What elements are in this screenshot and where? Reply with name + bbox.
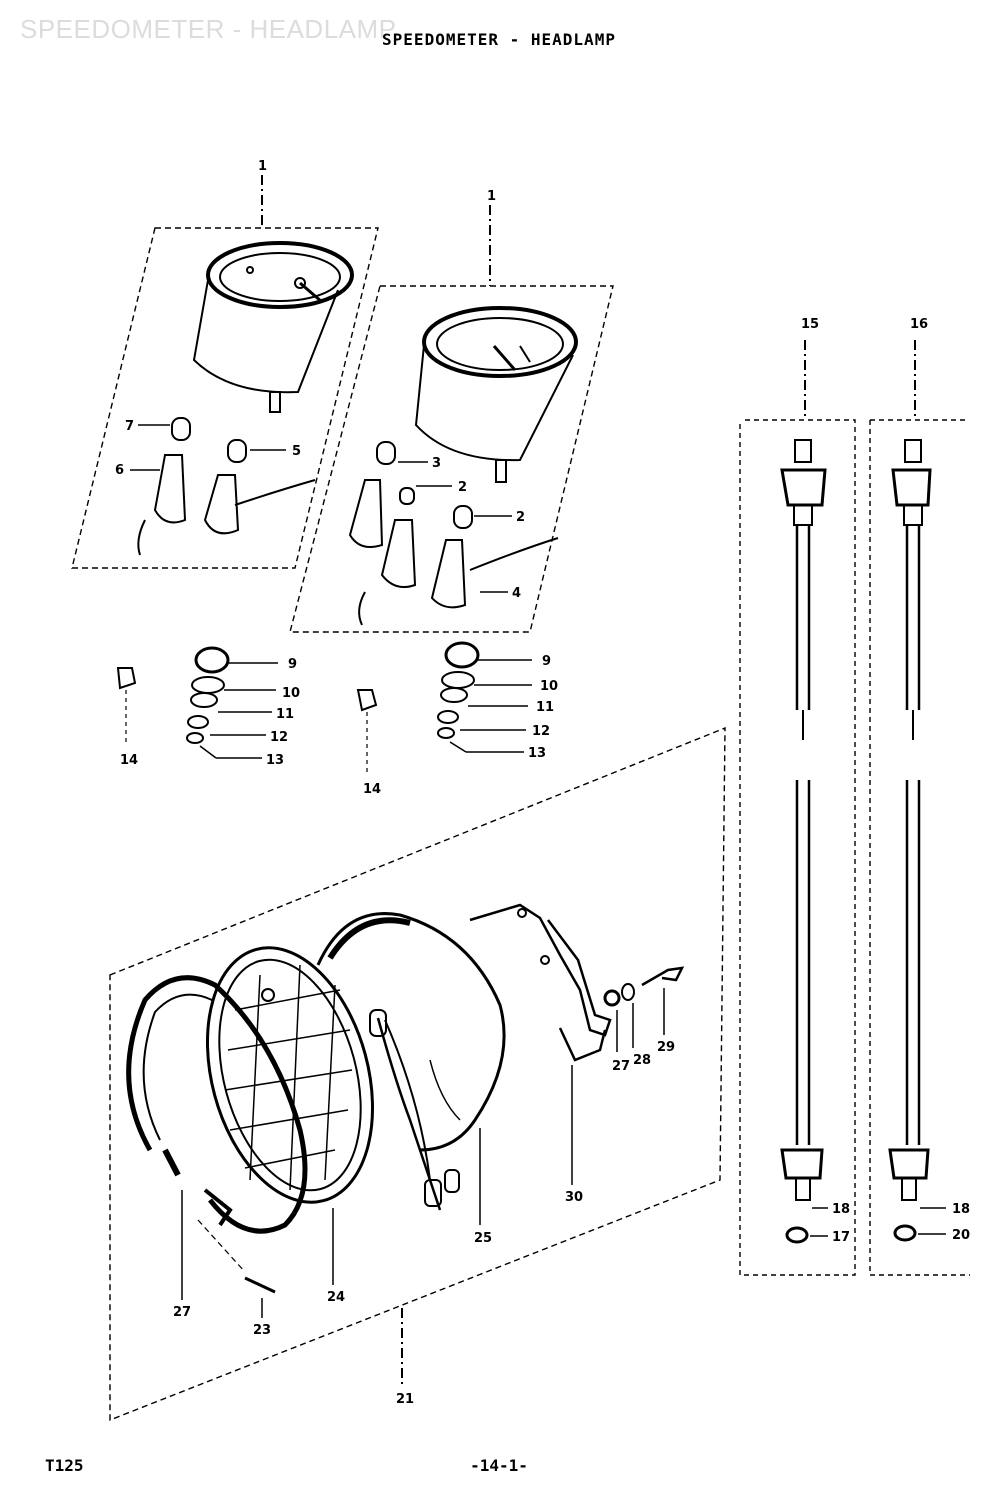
headlamp-assembly bbox=[109, 726, 726, 1422]
svg-text:2: 2 bbox=[516, 510, 525, 525]
svg-text:5: 5 bbox=[292, 444, 301, 459]
svg-text:28: 28 bbox=[633, 1053, 651, 1068]
svg-text:27: 27 bbox=[612, 1059, 630, 1074]
svg-text:1: 1 bbox=[258, 159, 267, 174]
svg-text:13: 13 bbox=[266, 753, 284, 768]
svg-text:21: 21 bbox=[396, 1392, 414, 1407]
model-code: T125 bbox=[45, 1456, 84, 1475]
svg-text:17: 17 bbox=[832, 1230, 850, 1245]
svg-text:27: 27 bbox=[173, 1305, 191, 1320]
svg-text:24: 24 bbox=[327, 1290, 345, 1305]
svg-text:10: 10 bbox=[540, 679, 558, 694]
svg-text:16: 16 bbox=[910, 317, 928, 332]
svg-text:10: 10 bbox=[282, 686, 300, 701]
svg-text:14: 14 bbox=[363, 782, 381, 797]
svg-text:12: 12 bbox=[270, 730, 288, 745]
speedometer-cables bbox=[739, 340, 970, 1276]
speedometer-assembly-left bbox=[71, 175, 379, 569]
speedometer-assembly-right bbox=[289, 205, 614, 633]
svg-text:14: 14 bbox=[120, 753, 138, 768]
svg-text:30: 30 bbox=[565, 1190, 583, 1205]
svg-text:18: 18 bbox=[952, 1202, 970, 1217]
svg-text:12: 12 bbox=[532, 724, 550, 739]
svg-text:11: 11 bbox=[536, 700, 554, 715]
svg-text:3: 3 bbox=[432, 456, 441, 471]
svg-text:11: 11 bbox=[276, 707, 294, 722]
svg-text:2: 2 bbox=[458, 480, 467, 495]
svg-text:23: 23 bbox=[253, 1323, 271, 1338]
svg-text:25: 25 bbox=[474, 1231, 492, 1246]
callout-numbers: 1 1 7 6 5 3 2 2 4 15 16 9 10 11 12 13 14… bbox=[115, 159, 970, 1407]
svg-text:1: 1 bbox=[487, 189, 496, 204]
svg-text:15: 15 bbox=[801, 317, 819, 332]
svg-text:7: 7 bbox=[125, 419, 134, 434]
indicator-lens-parts bbox=[116, 641, 532, 775]
svg-text:4: 4 bbox=[512, 586, 521, 601]
page-number: -14-1- bbox=[470, 1456, 528, 1475]
svg-text:18: 18 bbox=[832, 1202, 850, 1217]
svg-text:6: 6 bbox=[115, 463, 124, 478]
svg-text:20: 20 bbox=[952, 1228, 970, 1243]
svg-text:9: 9 bbox=[288, 657, 297, 672]
svg-text:13: 13 bbox=[528, 746, 546, 761]
page-title: SPEEDOMETER - HEADLAMP bbox=[382, 30, 616, 49]
svg-text:9: 9 bbox=[542, 654, 551, 669]
svg-text:29: 29 bbox=[657, 1040, 675, 1055]
ghost-title: SPEEDOMETER - HEADLAMP bbox=[20, 14, 397, 44]
